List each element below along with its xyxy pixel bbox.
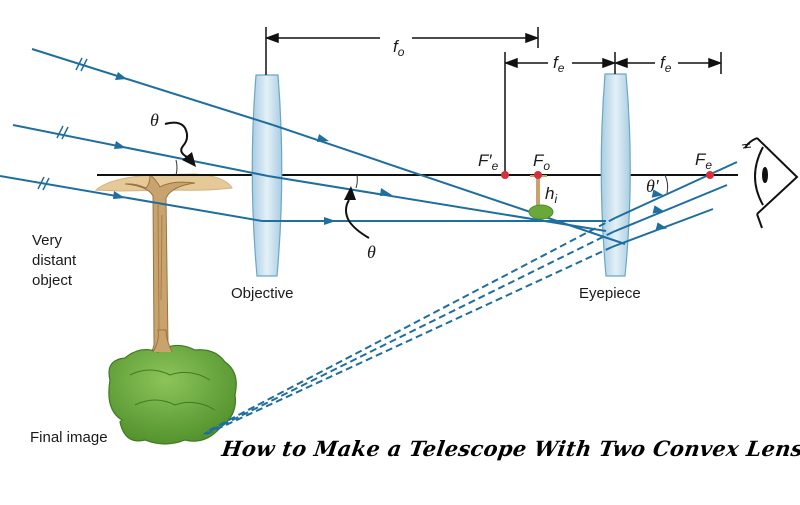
label-angle-theta: θ xyxy=(150,110,159,130)
final-image-foliage xyxy=(108,329,237,445)
page-title: How to Make a Telescope With Two Convex … xyxy=(220,436,800,461)
trunk-grain xyxy=(157,204,163,331)
ray-arrow xyxy=(317,134,329,142)
label-f-eyepiece-right: fe xyxy=(660,53,672,75)
ray-arrow xyxy=(380,188,392,196)
label-f-objective: fo xyxy=(393,37,405,59)
label-f-eyepiece-left: fe xyxy=(553,53,565,75)
label-object-line2: distant xyxy=(32,252,77,269)
label-object-line3: object xyxy=(32,272,73,289)
outgoing-ray-arrows xyxy=(651,189,668,231)
eye-icon xyxy=(741,137,799,229)
ray-arrow xyxy=(324,217,336,225)
label-angle-theta-lower: θ xyxy=(367,242,376,262)
theta-lower-pointer xyxy=(344,186,370,239)
ray-arrow xyxy=(115,72,127,80)
incoming-rays xyxy=(0,48,626,245)
ray-middle-incoming xyxy=(12,124,269,177)
virtual-rays xyxy=(201,217,616,437)
label-focal-eyepiece-front: F′e xyxy=(478,151,499,173)
theta-pointer xyxy=(164,121,196,167)
ray-arrow xyxy=(114,141,126,149)
tree-canopy-top xyxy=(94,173,233,192)
label-angle-theta-prime: θ′ xyxy=(646,176,660,196)
label-eyepiece: Eyepiece xyxy=(579,285,641,302)
angle-arc-theta xyxy=(175,159,178,176)
label-final-image: Final image xyxy=(30,429,108,446)
ray-bottom-incoming xyxy=(0,175,263,222)
label-image-height: hi xyxy=(545,184,557,206)
angle-arc-theta-lower xyxy=(355,174,358,189)
label-focal-objective: Fo xyxy=(533,151,550,173)
ray-arrows xyxy=(113,72,392,225)
focal-point-eyepiece-back xyxy=(706,171,714,179)
eyepiece-focal-dimension xyxy=(503,52,723,175)
eyepiece-lens xyxy=(600,73,631,277)
parallel-ray-ticks xyxy=(37,57,88,191)
objective-focal-dimension xyxy=(264,27,540,75)
focal-point-eyepiece-front xyxy=(501,171,509,179)
label-objective: Objective xyxy=(231,285,294,302)
ray-top-incoming xyxy=(31,48,274,126)
angle-arc-theta-prime xyxy=(664,174,669,194)
focal-point-objective xyxy=(534,171,542,179)
label-object-line1: Very xyxy=(32,232,63,249)
ray-arrow xyxy=(113,191,125,199)
label-focal-eyepiece-back: Fe xyxy=(695,150,712,172)
